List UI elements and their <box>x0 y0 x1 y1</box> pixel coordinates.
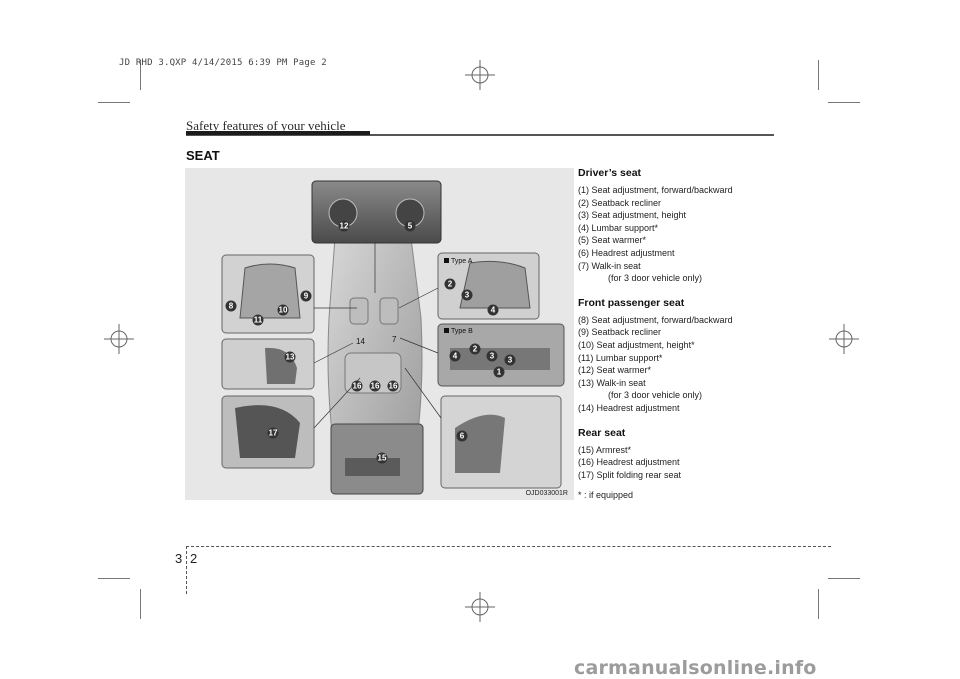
svg-text:5: 5 <box>408 222 413 231</box>
list-item: (13) Walk-in seat <box>578 377 646 388</box>
watermark[interactable]: carmanualsonline.info <box>574 657 817 679</box>
footnote: * : if equipped <box>578 490 634 501</box>
callouts: 12 5 8 10 9 11 13 14 7 16 16 16 17 15 2 … <box>225 220 516 464</box>
section-title: SEAT <box>186 148 220 163</box>
crop-mark <box>98 102 130 103</box>
header-rule-accent <box>186 131 370 135</box>
drivers-seat-title: Driver’s seat <box>578 167 642 179</box>
svg-text:13: 13 <box>286 353 295 362</box>
rear-seat-title: Rear seat <box>578 426 626 439</box>
crop-mark <box>828 578 860 579</box>
type-a-label: Type A <box>451 258 473 265</box>
svg-text:10: 10 <box>279 306 288 315</box>
list-item: (17) Split folding rear seat <box>578 469 682 480</box>
callout-14: 14 <box>356 337 365 346</box>
svg-text:4: 4 <box>453 352 458 361</box>
list-item: (14) Headrest adjustment <box>578 402 680 413</box>
type-b-label: Type B <box>451 328 473 335</box>
callout-7: 7 <box>392 335 397 344</box>
page-header-title: Safety features of your vehicle <box>186 118 346 133</box>
svg-text:11: 11 <box>254 316 263 325</box>
svg-text:1: 1 <box>497 368 502 377</box>
svg-text:3: 3 <box>508 356 513 365</box>
list-item: (5) Seat warmer* <box>578 235 647 246</box>
svg-text:2: 2 <box>448 280 453 289</box>
list-item: (12) Seat warmer* <box>578 365 652 376</box>
svg-text:2: 2 <box>473 345 478 354</box>
list-item-note: (for 3 door vehicle only) <box>608 390 703 401</box>
list-item: (7) Walk-in seat <box>578 260 641 271</box>
crop-mark <box>140 589 141 619</box>
list-item: (3) Seat adjustment, height <box>578 210 687 221</box>
registration-mark-icon <box>465 592 495 622</box>
list-item: (2) Seatback recliner <box>578 197 662 208</box>
crop-mark <box>98 578 130 579</box>
list-item: (10) Seat adjustment, height* <box>578 339 695 350</box>
svg-text:3: 3 <box>465 291 470 300</box>
list-item: (8) Seat adjustment, forward/backward <box>578 314 733 325</box>
seat-diagram: 12 5 8 10 9 11 13 14 7 16 16 16 17 15 2 … <box>221 180 565 495</box>
list-item: (16) Headrest adjustment <box>578 457 680 468</box>
registration-mark-icon <box>829 324 859 354</box>
svg-text:17: 17 <box>269 429 278 438</box>
svg-text:8: 8 <box>229 302 234 311</box>
svg-text:15: 15 <box>378 454 387 463</box>
crop-mark <box>140 60 141 90</box>
footer-divider <box>186 546 187 594</box>
list-item-note: (for 3 door vehicle only) <box>608 273 703 284</box>
svg-text:16: 16 <box>389 382 398 391</box>
list-item: (15) Armrest* <box>578 444 632 455</box>
svg-text:16: 16 <box>353 382 362 391</box>
svg-text:4: 4 <box>491 306 496 315</box>
list-item: (4) Lumbar support* <box>578 222 659 233</box>
seat-illustration: 12 5 8 10 9 11 13 14 7 16 16 16 17 15 2 … <box>185 168 574 500</box>
chapter-number: 3 <box>175 551 183 566</box>
front-passenger-seat-title: Front passenger seat <box>578 296 685 309</box>
svg-text:6: 6 <box>460 432 465 441</box>
list-item: (6) Headrest adjustment <box>578 247 675 258</box>
footer-rule <box>186 546 831 547</box>
print-slug: JD RHD 3.QXP 4/14/2015 6:39 PM Page 2 <box>119 58 327 68</box>
crop-mark <box>828 102 860 103</box>
registration-mark-icon <box>465 60 495 90</box>
svg-text:9: 9 <box>304 292 309 301</box>
list-item: (9) Seatback recliner <box>578 327 662 338</box>
figure-code: OJD033001R <box>525 490 568 497</box>
header-rule <box>186 134 774 136</box>
list-item: (11) Lumbar support* <box>578 352 663 363</box>
svg-text:3: 3 <box>490 352 495 361</box>
list-item: (1) Seat adjustment, forward/backward <box>578 185 733 195</box>
crop-mark <box>818 589 819 619</box>
page-number: 2 <box>190 551 198 566</box>
svg-text:16: 16 <box>371 382 380 391</box>
svg-text:12: 12 <box>340 222 349 231</box>
registration-mark-icon <box>104 324 134 354</box>
crop-mark <box>818 60 819 90</box>
seat-legend: Driver’s seat (1) Seat adjustment, forwa… <box>578 165 778 500</box>
